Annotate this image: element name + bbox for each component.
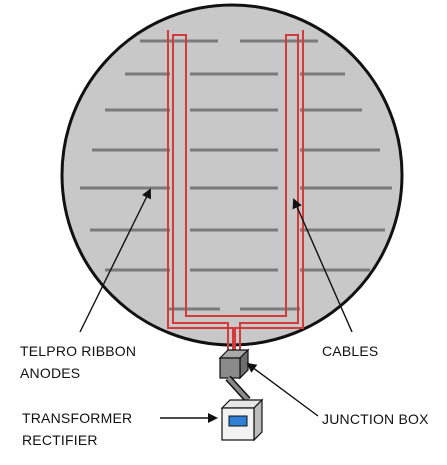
leader-arrows [79, 188, 353, 423]
transformer-rectifier-label: TRANSFORMER RECTIFIER [22, 407, 132, 451]
rectifier-screen [228, 415, 248, 427]
arrow-junction [246, 362, 319, 417]
telpro-label-line2: ANODES [20, 365, 81, 381]
ribbon-anodes [80, 39, 392, 311]
arrow-cables [292, 198, 353, 333]
junction-box-label: JUNCTION BOX [322, 408, 429, 430]
cable-outer [172, 34, 299, 352]
junction-box-label-text: JUNCTION BOX [322, 411, 429, 427]
cables-label: CABLES [322, 340, 378, 362]
telpro-label-line1: TELPRO RIBBON [20, 343, 137, 359]
cable-inner [167, 30, 234, 352]
telpro-ribbon-anodes-label: TELPRO RIBBON ANODES [20, 340, 136, 384]
junction-to-rectifier-cable [225, 375, 251, 403]
transformer-label-line2: RECTIFIER [22, 432, 98, 448]
arrow-telpro [79, 188, 151, 333]
transformer-label-line1: TRANSFORMER [22, 410, 133, 426]
junction-box-icon [218, 348, 250, 380]
cables-label-text: CABLES [322, 343, 379, 359]
cable-inner-right [234, 30, 304, 352]
cables [167, 30, 304, 352]
tank-circle [60, 3, 404, 347]
transformer-rectifier-icon [220, 398, 264, 442]
